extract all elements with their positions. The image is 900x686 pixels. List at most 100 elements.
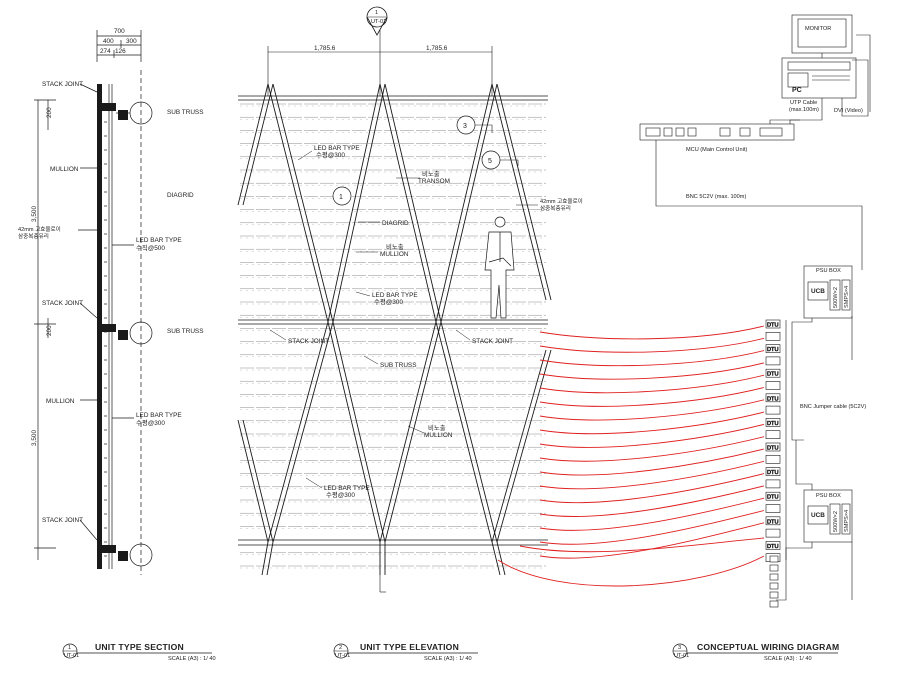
dtu-box-lower [769, 591, 779, 599]
diagrid-member-edge [384, 83, 442, 323]
label-glass-e2: 삼중복층유리 [540, 204, 571, 212]
label-transom: TRANSOM [418, 178, 450, 185]
svg-text:UNIT TYPE SECTION: UNIT TYPE SECTION [95, 642, 184, 652]
dtu-label: DTU [767, 421, 779, 427]
diagrid-member [491, 349, 547, 543]
dim-200-b: 200 [46, 325, 53, 336]
label-psu2-a: 500W×2 [833, 511, 839, 532]
led-power-cable [539, 411, 765, 435]
monitor-icon [791, 14, 853, 58]
label-psu-box-1: PSU BOX [816, 268, 841, 274]
label-sub-truss-e: SUB TRUSS [380, 362, 416, 369]
dtu-label: DTU [767, 372, 779, 378]
dtu-box [765, 528, 781, 538]
label-bnc-main: BNC 5C2V (max. 100m) [686, 194, 746, 200]
label-led-pitch-e2: 수평@300 [374, 297, 403, 306]
sub-truss-node-3 [102, 543, 153, 567]
sub-truss-node-1 [102, 101, 153, 125]
led-power-cable [539, 423, 765, 448]
dtu-label: DTU [767, 446, 779, 452]
dim-700: 700 [114, 28, 125, 35]
led-power-cable [539, 510, 765, 545]
elevation-annotations: 1,785.6 1,785.6 LED BAR TYPE 수평@300 비노출 … [288, 45, 583, 499]
dtu-box [765, 344, 781, 353]
title-elevation: 2 UT-01 UNIT TYPE ELEVATION SCALE (A3) :… [333, 642, 478, 662]
label-led-pitch-e1: 수평@300 [316, 150, 345, 159]
dtu-label: DTU [767, 347, 779, 353]
label-led-bar-e1: LED BAR TYPE [314, 145, 360, 152]
dim-1785-right: 1,785.6 [426, 45, 448, 52]
label-ucb-2: UCB [811, 512, 825, 519]
label-diagrid: DIAGRID [167, 192, 194, 199]
dtu-box [765, 381, 781, 390]
label-stack-joint-e2: STACK JOINT [472, 338, 513, 345]
dtu-box [765, 393, 781, 403]
led-power-cable [539, 362, 765, 380]
svg-text:SCALE (A3) : 1/ 40: SCALE (A3) : 1/ 40 [168, 656, 216, 662]
label-mullion-kr-1: 비노출 [386, 242, 404, 251]
svg-text:UT-01: UT-01 [674, 653, 689, 659]
label-ucb-1: UCB [811, 288, 825, 295]
dtu-box [765, 491, 781, 501]
label-mullion-1: MULLION [50, 166, 79, 173]
led-power-cable [497, 555, 765, 587]
dtu-box [765, 418, 781, 427]
dtu-label: DTU [767, 470, 779, 476]
label-utp-len: (max.100m) [789, 107, 819, 113]
label-sub-truss-2: SUB TRUSS [167, 328, 203, 335]
label-led-bar-e3: LED BAR TYPE [324, 485, 370, 492]
svg-text:3: 3 [678, 645, 681, 651]
label-led-pitch-e3: 수평@300 [326, 490, 355, 499]
pc-icon [781, 57, 857, 99]
title-section: 1 UT-01 UNIT TYPE SECTION SCALE (A3) : 1… [62, 642, 216, 662]
label-led-bar-1: LED BAR TYPE [136, 237, 182, 244]
diagrid-member [327, 83, 381, 323]
dtu-box-lower [769, 573, 779, 581]
dtu-label: DTU [767, 323, 779, 329]
led-power-cable [539, 436, 765, 462]
diagrid-member-edge [332, 83, 386, 323]
callout-1: 1 [332, 186, 352, 206]
section-marker-top: 1 UT-01 [366, 6, 388, 36]
label-stack-joint-e1: STACK JOINT [288, 338, 329, 345]
diagrid-member [267, 83, 329, 323]
dim-126: 126 [115, 48, 126, 55]
dtu-box-lower [769, 555, 779, 563]
led-bar-ticks [104, 107, 107, 557]
dtu-box [765, 541, 781, 550]
diagrid-member-edge [272, 321, 334, 543]
dim-3500-a: 3,500 [31, 206, 38, 222]
dim-3500-b: 3,500 [31, 430, 38, 446]
label-mullion-e2: MULLION [424, 432, 453, 439]
label-glass-e1: 42mm 고효율로이 [540, 197, 583, 205]
dim-400: 400 [103, 38, 114, 45]
label-stack-joint-3: STACK JOINT [42, 517, 83, 524]
svg-text:1: 1 [375, 10, 378, 16]
dtu-label: DTU [767, 495, 779, 501]
label-dvi: DVI (Video) [834, 108, 863, 114]
label-sub-truss-1: SUB TRUSS [167, 109, 203, 116]
led-power-cable [539, 485, 765, 517]
diagrid-member-edge [332, 321, 386, 543]
unit-type-elevation: 1 UT-01 1 3 5 [237, 6, 552, 593]
dim-274: 274 [100, 48, 111, 55]
section-annotations: 700 400 300 274 126 200 200 3,500 3,500 … [18, 28, 203, 524]
diagrid-member-edge [242, 419, 274, 543]
diagrid-member [237, 83, 269, 206]
led-power-cable [539, 522, 765, 559]
svg-text:2: 2 [339, 645, 342, 651]
label-glass-2: 삼중복층유리 [18, 232, 49, 240]
label-mullion-e1: MULLION [380, 251, 409, 258]
diagrid-member [491, 83, 547, 301]
label-psu1-b: SMPS×4 [844, 286, 850, 308]
diagrid-member [267, 321, 329, 543]
drawing-titles: 1 UT-01 UNIT TYPE SECTION SCALE (A3) : 1… [62, 642, 839, 662]
svg-text:1: 1 [68, 645, 71, 651]
led-bar-slats [240, 103, 546, 569]
sub-truss-node-2 [102, 321, 153, 345]
dim-1785-left: 1,785.6 [314, 45, 336, 52]
dtu-label: DTU [767, 519, 779, 525]
led-power-cable [539, 497, 765, 531]
led-power-cable [539, 448, 765, 476]
